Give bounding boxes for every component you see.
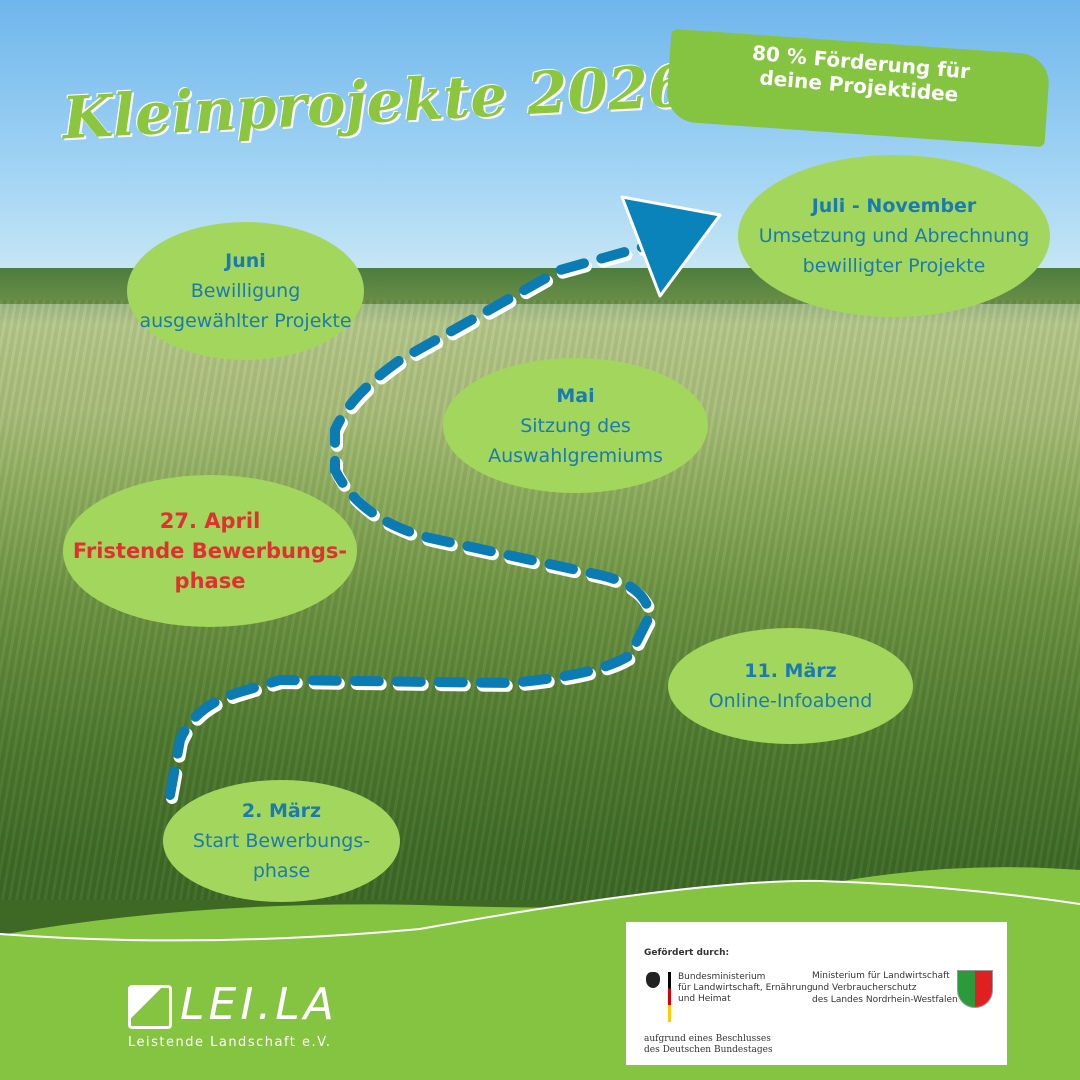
step-text: Umsetzung und Abrechnung xyxy=(758,225,1030,247)
funding-logos: Gefördert durch: Bundesministerium für L… xyxy=(626,922,1007,1065)
step-text: Fristende Bewerbungs- xyxy=(72,539,348,563)
step-2-maerz: 2. März Start Bewerbungs- phase xyxy=(163,780,400,902)
nrw-line: des Landes Nordrhein-Westfalen xyxy=(812,995,958,1005)
step-text: Start Bewerbungs- xyxy=(192,830,371,852)
step-text: phase xyxy=(252,860,311,882)
leila-mark-icon xyxy=(128,985,172,1029)
step-mai: Mai Sitzung des Auswahlgremiums xyxy=(443,358,708,493)
flag-bar xyxy=(668,972,671,1022)
funded-by-label: Gefördert durch: xyxy=(644,948,730,958)
step-text: bewilligter Projekte xyxy=(802,255,986,277)
step-date: Mai xyxy=(556,384,595,407)
step-date: Juli - November xyxy=(811,195,977,217)
step-date: Juni xyxy=(225,250,266,272)
logo-subtitle: Leistende Landschaft e.V. xyxy=(128,1035,332,1050)
bmlh-line: für Landwirtschaft, Ernährung xyxy=(678,983,813,993)
bmlh-line: und Heimat xyxy=(678,994,731,1004)
step-date: 27. April xyxy=(159,509,261,533)
footer-line: aufgrund eines Beschlusses xyxy=(644,1034,771,1044)
step-text: Auswahlgremiums xyxy=(488,444,663,467)
footer-line: des Deutschen Bundestages xyxy=(644,1045,773,1055)
step-text: phase xyxy=(174,569,246,593)
eagle-icon xyxy=(646,972,660,988)
nrw-line: und Verbraucherschutz xyxy=(812,983,917,993)
step-juli-november: Juli - November Umsetzung und Abrechnung… xyxy=(738,155,1050,317)
step-27-april: 27. April Fristende Bewerbungs- phase xyxy=(63,475,357,627)
step-date: 11. März xyxy=(744,660,837,682)
step-text: ausgewählter Projekte xyxy=(139,310,352,332)
nrw-coat-of-arms-icon xyxy=(957,970,993,1008)
arrow-head xyxy=(620,195,722,298)
bmlh-line: Bundesministerium xyxy=(678,972,766,982)
step-text: Online-Infoabend xyxy=(708,690,873,712)
step-text: Sitzung des xyxy=(520,414,631,437)
logo-name: LEI.LA xyxy=(180,979,338,1030)
step-text: Bewilligung xyxy=(190,280,301,302)
step-date: 2. März xyxy=(241,800,322,822)
nrw-text: Ministerium für Landwirtschaft und Verbr… xyxy=(812,970,958,1006)
nrw-line: Ministerium für Landwirtschaft xyxy=(812,971,950,981)
bundestag-text: aufgrund eines Beschlusses des Deutschen… xyxy=(644,1034,773,1056)
step-11-maerz: 11. März Online-Infoabend xyxy=(668,628,913,744)
step-juni: Juni Bewilligung ausgewählter Projekte xyxy=(127,222,364,360)
bmlh-text: Bundesministerium für Landwirtschaft, Er… xyxy=(678,972,813,1005)
